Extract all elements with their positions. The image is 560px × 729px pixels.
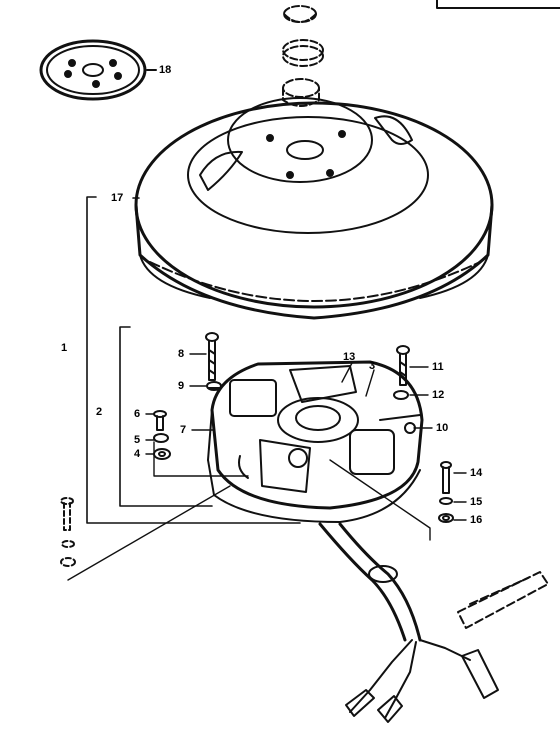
callout-14: 14 — [470, 467, 483, 479]
callout-6: 6 — [134, 408, 141, 420]
callout-5: 5 — [134, 434, 141, 446]
washer-part-15 — [439, 497, 453, 505]
group-brackets — [86, 196, 301, 524]
screw-part-14 — [440, 461, 452, 494]
screw-part-8 — [205, 332, 219, 381]
leader-lines — [67, 353, 467, 581]
plate-part-18 — [39, 39, 157, 101]
sleeve-part — [457, 571, 549, 629]
wiring-harness — [318, 522, 499, 723]
callout-13: 13 — [343, 351, 356, 363]
washer-part-9 — [206, 381, 222, 391]
callout-1: 1 — [61, 342, 68, 354]
screw-part-6 — [153, 410, 167, 431]
callout-8: 8 — [178, 348, 185, 360]
top-nut-stack — [282, 5, 324, 107]
callout-10: 10 — [436, 422, 449, 434]
callout-3: 3 — [369, 360, 376, 372]
frame-corner — [436, 0, 560, 9]
callout-12: 12 — [432, 389, 445, 401]
callout-16: 16 — [470, 514, 483, 526]
callout-17: 17 — [111, 192, 124, 204]
callout-18: 18 — [159, 64, 172, 76]
stator-assembly — [207, 360, 424, 523]
washer-part-16 — [438, 513, 454, 523]
washer-part-5 — [153, 433, 169, 443]
washer-part-4 — [153, 448, 171, 460]
callout-15: 15 — [470, 496, 483, 508]
screw-part-11 — [396, 345, 410, 386]
flywheel-part-17 — [134, 97, 494, 320]
callout-2: 2 — [96, 406, 103, 418]
callout-9: 9 — [178, 380, 185, 392]
washer-part-12 — [393, 390, 409, 400]
callout-4: 4 — [134, 448, 141, 460]
callout-7: 7 — [180, 424, 187, 436]
callout-11: 11 — [432, 361, 444, 373]
loose-screw-bottom-left — [60, 497, 76, 567]
